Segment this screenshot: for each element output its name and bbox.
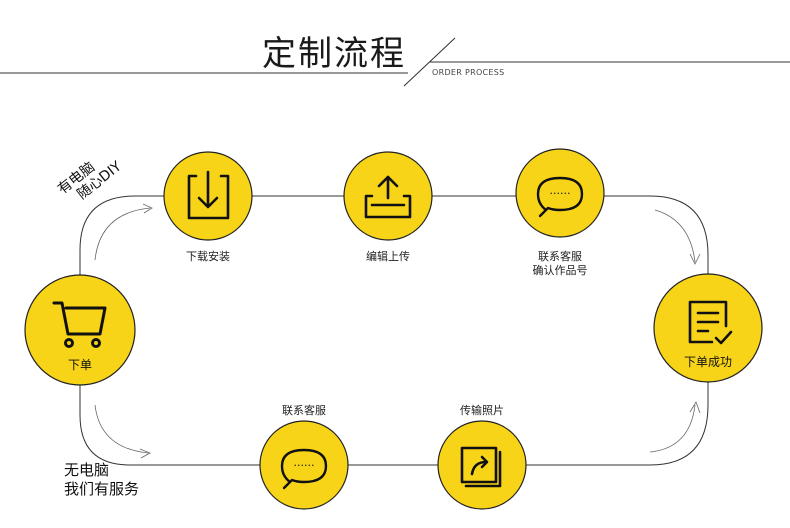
- step-order: [24, 274, 136, 386]
- chat-icon: [280, 448, 328, 490]
- step-download: [163, 151, 253, 241]
- step-contact-top-label-line2: 确认作品号: [532, 264, 588, 277]
- step-upload-label: 编辑上传: [366, 250, 410, 263]
- step-contact-top: ······: [515, 148, 605, 238]
- arc-lower-left: [94, 404, 149, 454]
- side-note-no-pc-line1: 无电脑: [64, 461, 110, 479]
- step-contact-bottom: ······: [259, 420, 349, 510]
- arrow-upper-right: [689, 253, 701, 265]
- header-slash: [403, 37, 456, 87]
- arc-upper-left: [94, 207, 151, 261]
- step-photo: [437, 420, 527, 510]
- arc-upper-right: [654, 209, 696, 263]
- upload-icon: [364, 175, 412, 219]
- step-contact-bottom-label: 联系客服: [282, 404, 326, 417]
- chat-dots: ······: [550, 187, 571, 200]
- photo-transfer-icon: [460, 446, 502, 488]
- arrow-lower-right: [689, 401, 701, 414]
- side-note-no-pc-line2: 我们有服务: [64, 480, 140, 498]
- chat-dots: ······: [294, 459, 315, 472]
- step-contact-top-label: 联系客服 确认作品号: [533, 250, 588, 278]
- checklist-icon: [688, 300, 733, 345]
- side-note-no-pc: 无电脑 我们有服务: [64, 461, 139, 499]
- step-contact-top-label-line1: 联系客服: [538, 250, 582, 263]
- step-success-label: 下单成功: [683, 355, 733, 369]
- arrow-upper-left: [142, 203, 153, 214]
- cart-icon: [52, 301, 107, 348]
- arc-lower-right: [649, 404, 696, 453]
- page-title: 定制流程: [262, 34, 406, 74]
- chat-icon: [536, 176, 584, 218]
- page-subtitle: ORDER PROCESS: [432, 68, 505, 77]
- step-upload: [343, 151, 433, 241]
- arrow-lower-left: [139, 448, 151, 459]
- step-order-label: 下单: [67, 358, 93, 372]
- step-success: [653, 273, 763, 383]
- step-photo-label: 传输照片: [460, 404, 504, 417]
- step-download-label: 下载安装: [186, 250, 230, 263]
- download-icon: [187, 170, 230, 220]
